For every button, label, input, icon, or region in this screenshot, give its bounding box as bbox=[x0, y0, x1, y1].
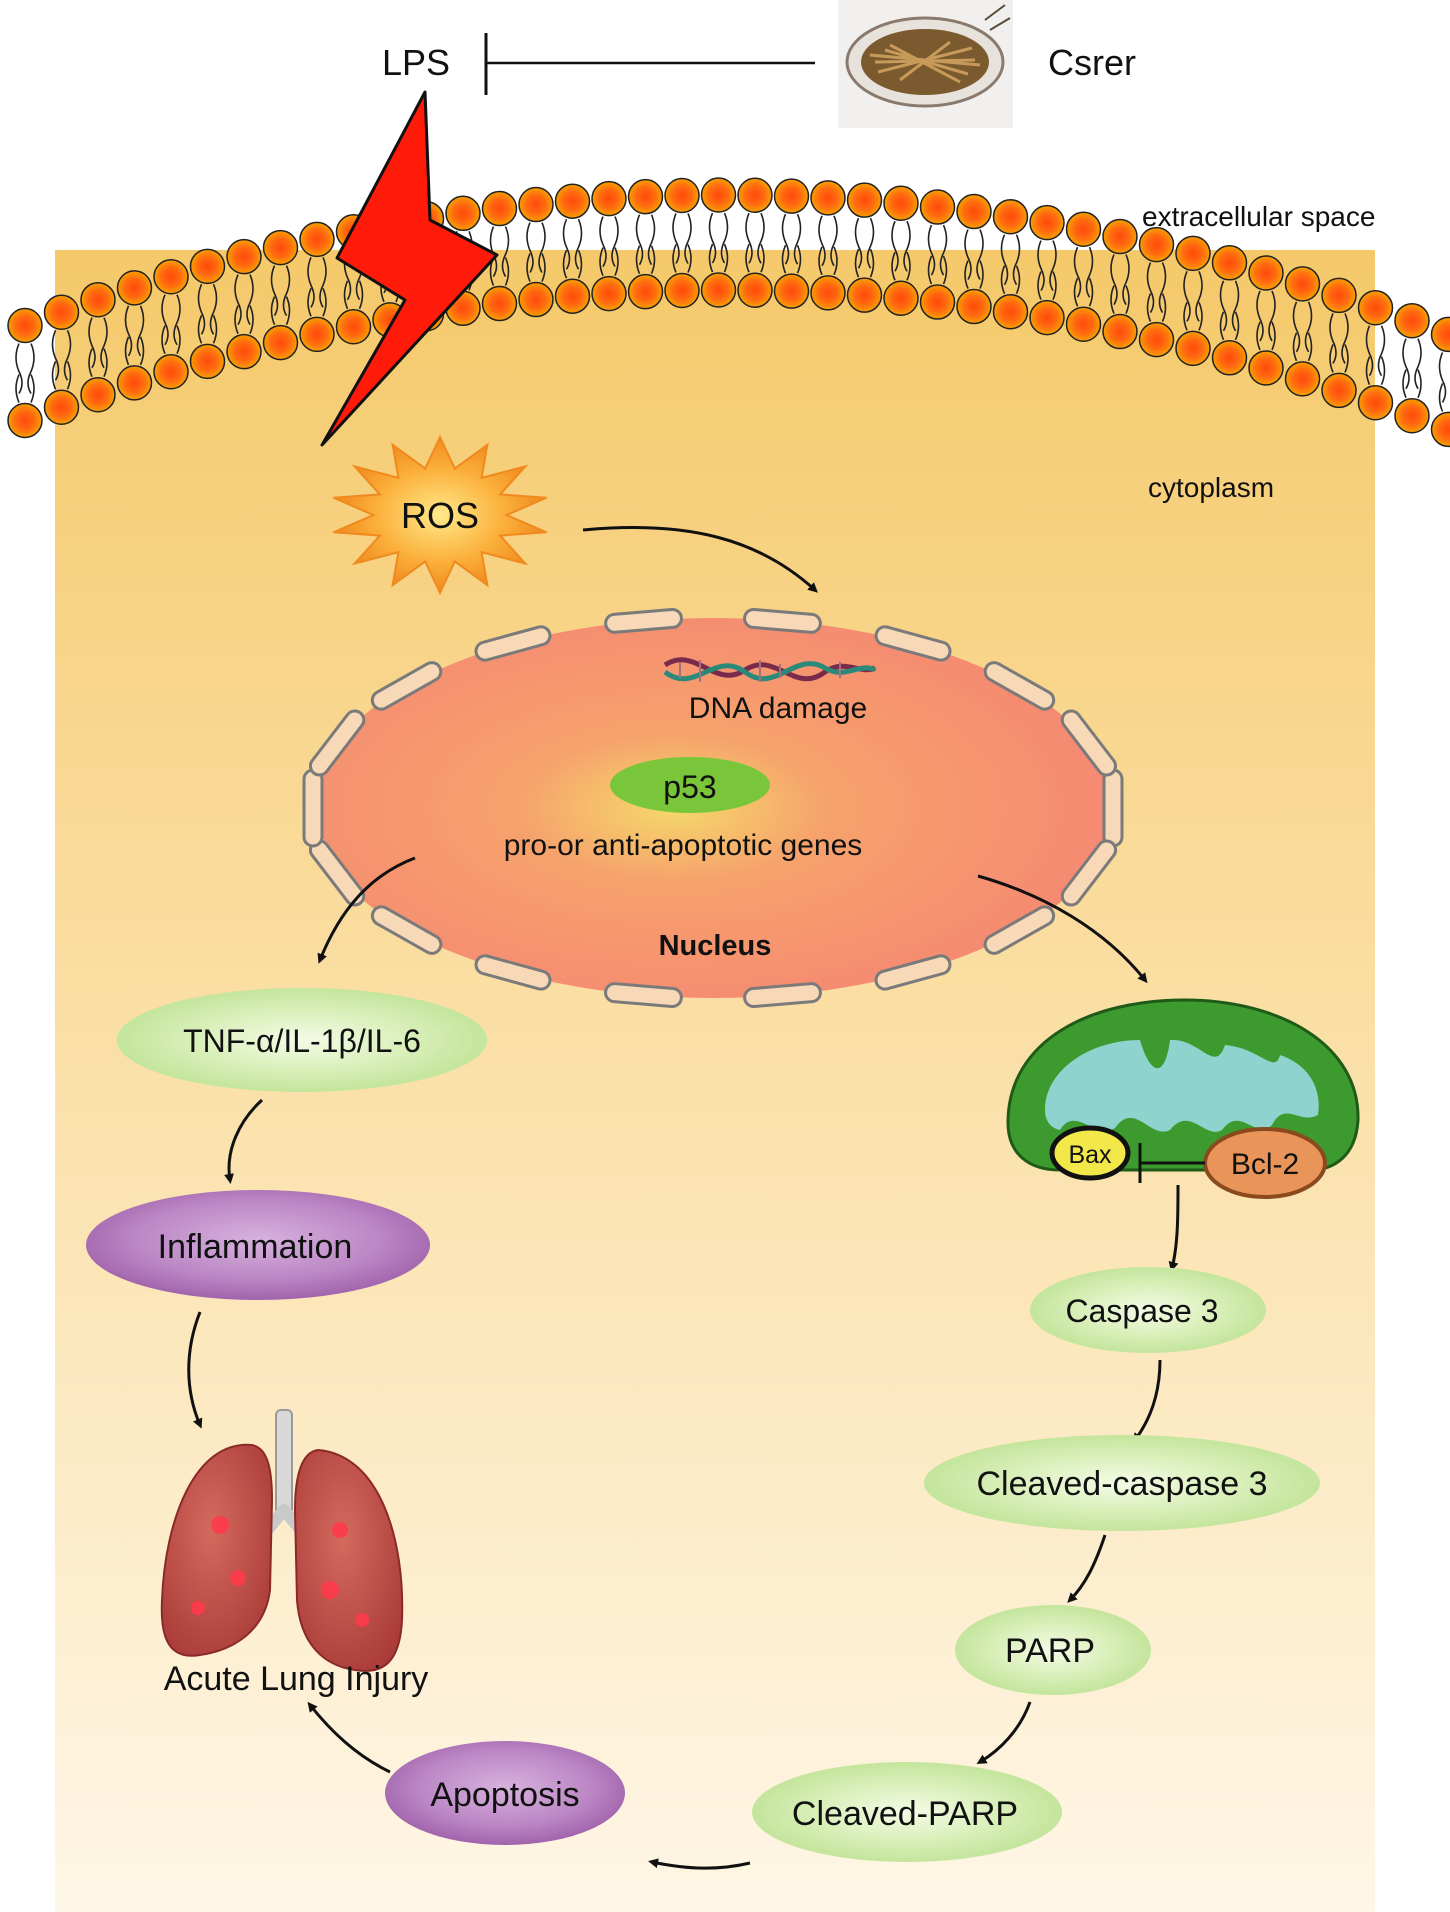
cytoplasm-label: cytoplasm bbox=[1148, 472, 1274, 503]
arrow-mitochondrion-to-caspase3 bbox=[1168, 1184, 1180, 1272]
p53-ellipse bbox=[610, 757, 770, 813]
cell-membrane bbox=[7, 177, 1450, 448]
ros-star-icon bbox=[333, 434, 547, 596]
parp-ellipse bbox=[955, 1605, 1151, 1695]
nucleus-label: Nucleus bbox=[659, 930, 772, 962]
ros-label: ROS bbox=[401, 495, 479, 536]
bax-label: Bax bbox=[1068, 1141, 1112, 1169]
lungs-icon bbox=[160, 1409, 404, 1672]
cleaved-caspase3-label: Cleaved-caspase 3 bbox=[976, 1465, 1267, 1503]
csrer-label: Csrer bbox=[1048, 42, 1136, 83]
parp-label: PARP bbox=[1005, 1632, 1095, 1670]
dna-damage-label: DNA damage bbox=[689, 692, 867, 725]
caspase3-label: Caspase 3 bbox=[1066, 1293, 1219, 1329]
lps-label: LPS bbox=[382, 42, 450, 83]
arrow-ros-to-nucleus bbox=[582, 526, 818, 593]
lightning-icon bbox=[320, 90, 499, 447]
nuclear-envelope bbox=[302, 607, 1124, 1009]
inflammation-label: Inflammation bbox=[158, 1228, 353, 1266]
inflammation-ellipse bbox=[86, 1190, 430, 1300]
p53-label: p53 bbox=[663, 769, 716, 805]
apoptosis-label: Apoptosis bbox=[430, 1776, 579, 1814]
arrow-cleaved-parp-to-apoptosis bbox=[648, 1858, 751, 1870]
dna-icon bbox=[663, 657, 877, 682]
arrow-caspase3-to-cleaved bbox=[1132, 1359, 1162, 1444]
acute-lung-injury-label: Acute Lung Injury bbox=[164, 1660, 429, 1698]
arrow-parp-to-cleaved-parp bbox=[976, 1701, 1032, 1765]
arrow-cytokines-to-inflammation bbox=[224, 1098, 264, 1184]
cleaved-parp-ellipse bbox=[752, 1762, 1062, 1862]
genes-label: pro-or anti-apoptotic genes bbox=[504, 829, 863, 862]
arrow-cleaved-caspase3-to-parp bbox=[1067, 1534, 1107, 1603]
extracellular-label: extracellular space bbox=[1142, 201, 1375, 232]
caspase3-ellipse bbox=[1030, 1267, 1266, 1353]
arrow-inflammation-to-lungs bbox=[187, 1311, 203, 1429]
cleaved-parp-label: Cleaved-PARP bbox=[792, 1795, 1018, 1833]
bax-ellipse bbox=[1049, 1125, 1131, 1181]
cytokines-ellipse bbox=[117, 988, 487, 1092]
herb-bowl-icon bbox=[838, 0, 1013, 128]
cytokines-label: TNF-α/IL-1β/IL-6 bbox=[183, 1023, 421, 1059]
arrow-apoptosis-to-lung-injury bbox=[307, 1701, 391, 1774]
arrow-nucleus-to-mitochondrion bbox=[977, 874, 1148, 984]
bcl2-label: Bcl-2 bbox=[1231, 1148, 1299, 1181]
apoptosis-ellipse bbox=[385, 1741, 625, 1845]
arrow-nucleus-to-cytokines bbox=[317, 856, 416, 964]
cleaved-caspase3-ellipse bbox=[924, 1435, 1320, 1531]
